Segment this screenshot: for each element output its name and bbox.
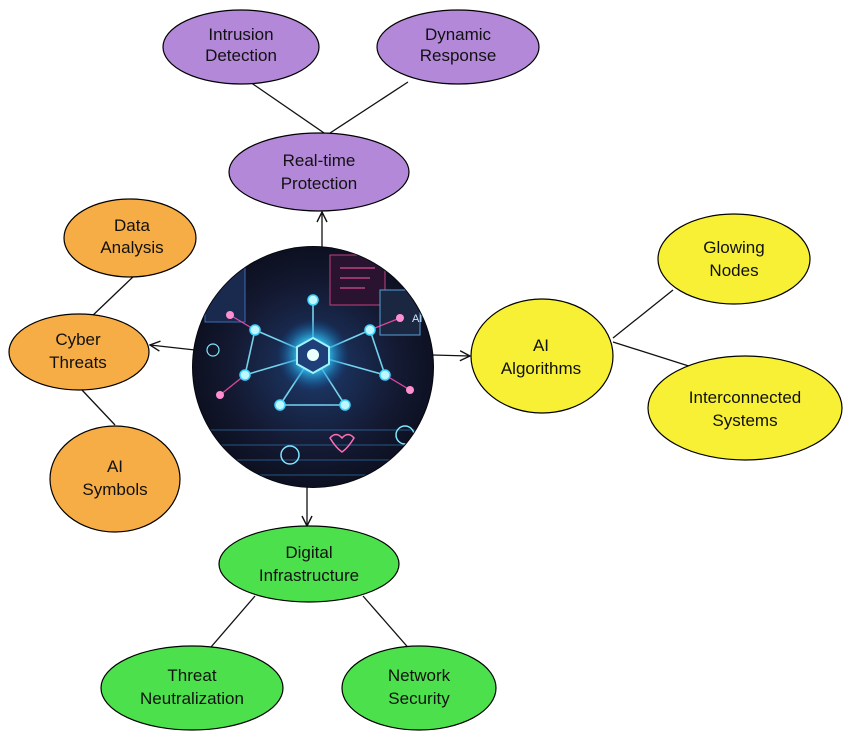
connector-intrusion-realtime	[249, 81, 328, 136]
ai-algorithms-line2: Algorithms	[501, 359, 581, 378]
connectors	[81, 81, 696, 655]
ai-algorithms-line1: AI	[533, 336, 549, 355]
realtime-protection-line1: Real-time	[283, 151, 356, 170]
digital-infrastructure-line2: Infrastructure	[259, 566, 359, 585]
digital-infrastructure-line1: Digital	[285, 543, 332, 562]
ai-algorithms-shape	[470, 298, 614, 414]
threat-neutralization-line2: Neutralization	[140, 689, 244, 708]
dynamic-response-line1: Dynamic	[425, 25, 492, 44]
node-dynamic-response: Dynamic Response	[376, 9, 540, 85]
network-security-line2: Security	[388, 689, 450, 708]
intrusion-detection-line1: Intrusion	[208, 25, 273, 44]
cyber-threats-line2: Threats	[49, 353, 107, 372]
intrusion-detection-line2: Detection	[205, 46, 277, 65]
node-cyber-threats: Cyber Threats	[8, 313, 150, 391]
realtime-protection-line2: Protection	[281, 174, 358, 193]
connector-digital-network	[362, 595, 413, 653]
node-network-security: Network Security	[341, 645, 497, 731]
dynamic-response-shape	[376, 9, 540, 85]
ai-symbols-line1: AI	[107, 457, 123, 476]
interconnected-systems-line1: Interconnected	[689, 388, 801, 407]
node-ai-symbols: AI Symbols	[49, 425, 181, 533]
center-overlay-text: AI	[412, 313, 422, 325]
node-glowing-nodes: Glowing Nodes	[657, 213, 811, 305]
network-security-shape	[341, 645, 497, 731]
ai-network-illustration: AI	[193, 247, 433, 487]
node-digital-infrastructure: Digital Infrastructure	[218, 525, 400, 603]
glowing-nodes-shape	[657, 213, 811, 305]
data-analysis-line2: Analysis	[100, 238, 163, 257]
interconnected-systems-line2: Systems	[712, 411, 777, 430]
cyber-threats-line1: Cyber	[55, 330, 101, 349]
node-data-analysis: Data Analysis	[63, 198, 197, 278]
ai-symbols-line2: Symbols	[82, 480, 147, 499]
ai-symbols-shape	[49, 425, 181, 533]
arrow-to-cyber-threats	[150, 345, 196, 350]
digital-infrastructure-shape	[218, 525, 400, 603]
threat-neutralization-line1: Threat	[167, 666, 216, 685]
connector-digital-threat	[204, 595, 256, 655]
node-intrusion-detection: Intrusion Detection	[162, 9, 320, 85]
node-interconnected-systems: Interconnected Systems	[647, 355, 843, 461]
dynamic-response-line2: Response	[420, 46, 497, 65]
network-security-line1: Network	[388, 666, 451, 685]
node-ai-algorithms: AI Algorithms	[470, 298, 614, 414]
node-realtime-protection: Real-time Protection	[228, 132, 410, 212]
connector-algorithms-glowing	[612, 289, 674, 339]
arrow-to-ai-algorithms	[431, 355, 470, 356]
glowing-nodes-line2: Nodes	[709, 261, 758, 280]
connector-cyber-ai-symbols	[81, 389, 116, 426]
data-analysis-shape	[63, 198, 197, 278]
cyber-threats-shape	[8, 313, 150, 391]
interconnected-systems-shape	[647, 355, 843, 461]
realtime-protection-shape	[228, 132, 410, 212]
connector-algorithms-interconnected	[612, 341, 696, 369]
arrows	[150, 212, 470, 526]
threat-neutralization-shape	[100, 645, 284, 731]
data-analysis-line1: Data	[114, 216, 150, 235]
node-threat-neutralization: Threat Neutralization	[100, 645, 284, 731]
connector-dynamic-realtime	[326, 81, 409, 136]
glowing-nodes-line1: Glowing	[703, 238, 764, 257]
connector-data-cyber	[89, 274, 136, 319]
intrusion-detection-shape	[162, 9, 320, 85]
center-illustration: AI	[192, 246, 434, 488]
